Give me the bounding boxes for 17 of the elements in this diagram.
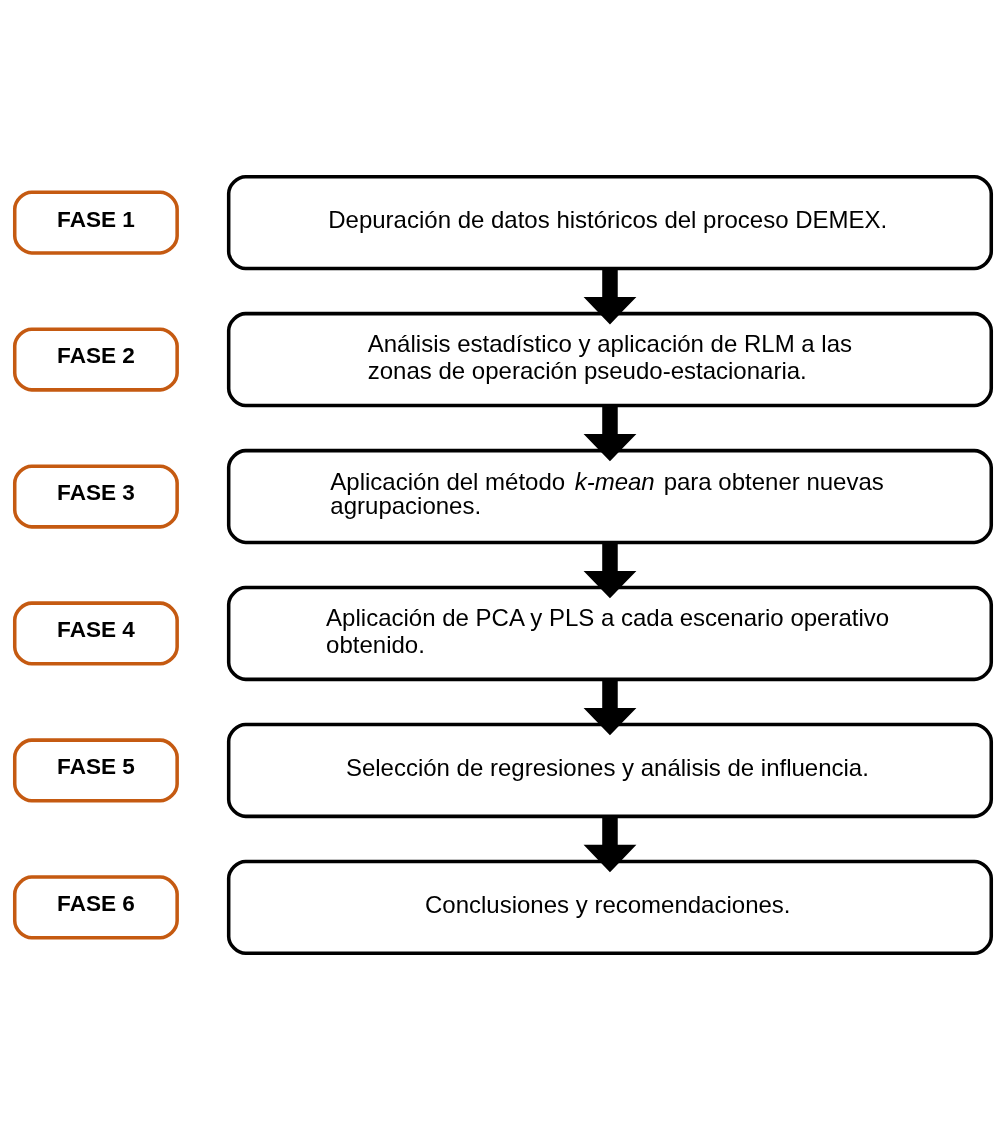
- arrow: [583, 268, 636, 325]
- node-box: FASE 6: [12, 875, 179, 940]
- arrow: [583, 542, 636, 599]
- node-box: Conclusiones y recomendaciones.: [226, 859, 993, 956]
- arrow: [583, 816, 636, 873]
- node-box: Depuración de datos históricos del proceso DEMEX.: [226, 174, 993, 271]
- arrow: [583, 679, 636, 736]
- node-box: FASE 2: [12, 327, 179, 392]
- node-box: FASE 5: [12, 738, 179, 803]
- node-box: Selección de regresiones y análisis de influencia.: [226, 722, 993, 819]
- arrow: [583, 405, 636, 462]
- node-box: Análisis estadístico y aplicación de RLM a las zonas de operación pseudo-estacionaria.: [226, 311, 993, 408]
- node-box: Aplicación del método k-mean para obtener nuevas agrupaciones.: [226, 448, 993, 545]
- node-box: Aplicación de PCA y PLS a cada escenario operativo obtenido.: [226, 585, 993, 682]
- node-box: FASE 3: [12, 464, 179, 529]
- node-box: FASE 4: [12, 601, 179, 666]
- node-box: FASE 1: [12, 190, 179, 255]
